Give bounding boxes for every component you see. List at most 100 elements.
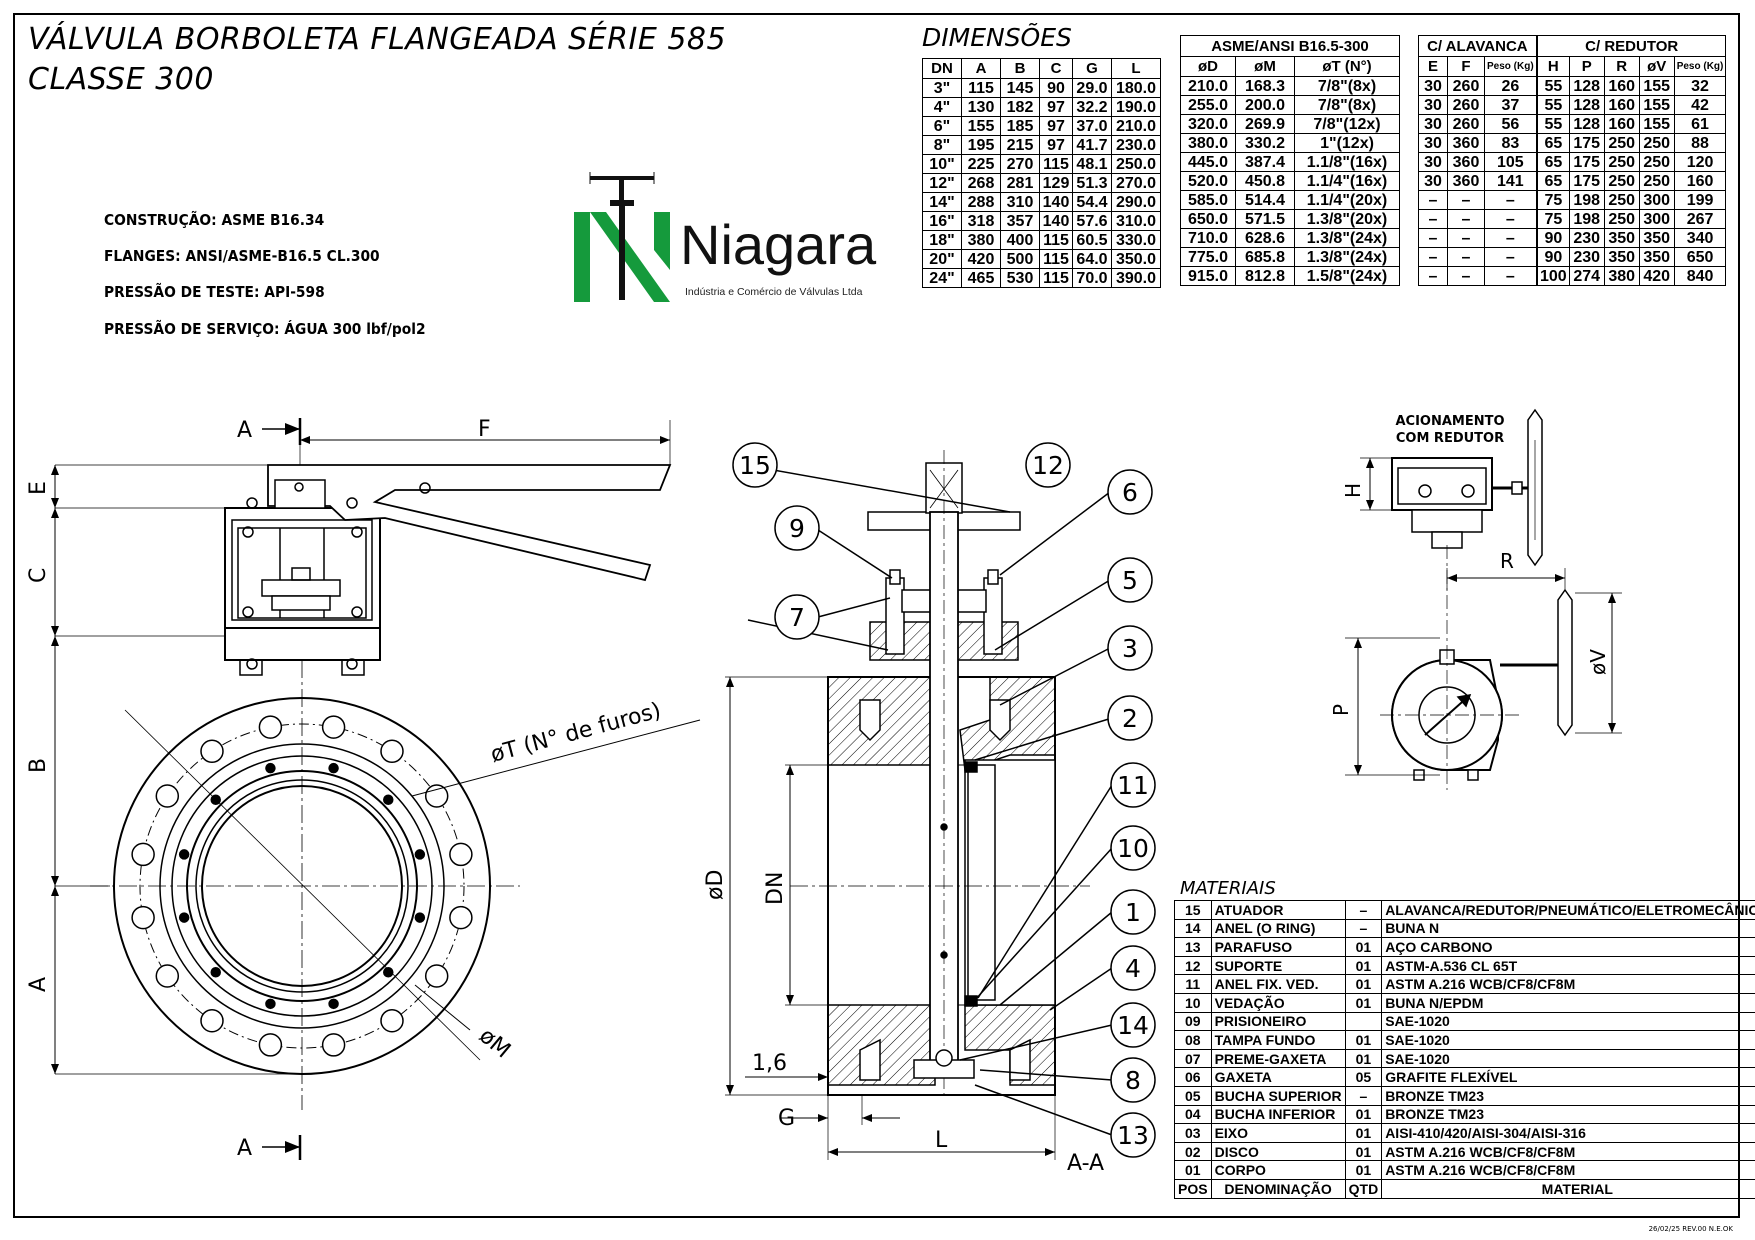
balloon-number: 1 — [1125, 898, 1141, 927]
dim-cell: 445.0 — [1180, 152, 1236, 172]
dim-label-P: P — [1329, 704, 1353, 716]
spec-service-pressure: PRESSÃO DE SERVIÇO: ÁGUA 300 lbf/pol2 — [104, 320, 426, 338]
balloon-number: 14 — [1117, 1011, 1149, 1040]
dim-cell: 210.0 — [1180, 76, 1236, 96]
dim-cell: 128 — [1568, 95, 1605, 115]
dim-cell: 514.4 — [1235, 190, 1295, 210]
flange-bolt-hole — [424, 964, 449, 988]
flange-bolt-hole — [258, 1033, 283, 1057]
dim-cell: 300 — [1638, 209, 1675, 229]
dim-cell: 198 — [1568, 209, 1605, 229]
dim-cell: – — [1447, 266, 1485, 286]
flange-bolt-hole — [424, 784, 449, 808]
dim-cell: 29.0 — [1072, 78, 1112, 98]
material-header: MATERIAL — [1381, 1178, 1755, 1199]
body-screw-hole — [178, 849, 190, 860]
dim-cell: 7/8"(12x) — [1294, 114, 1400, 134]
logo-name: Niagara — [680, 213, 877, 276]
balloon-2: 2 — [1107, 695, 1153, 741]
dim-cell: 330.2 — [1235, 133, 1295, 153]
dim-cell: 160 — [1603, 76, 1640, 96]
body-screw-hole — [383, 794, 394, 805]
balloon-number: 6 — [1122, 478, 1138, 507]
dim-cell: 195 — [961, 135, 1001, 155]
balloon-number: 15 — [739, 451, 771, 480]
dim-cell: 97 — [1039, 116, 1073, 136]
title-line-1: VÁLVULA BORBOLETA FLANGEADA SÉRIE 585 — [28, 22, 727, 57]
material-header: DENOMINAÇÃO — [1210, 1178, 1346, 1199]
dim-cell: 55 — [1537, 76, 1570, 96]
dim-cell: 360 — [1447, 171, 1485, 191]
dim-cell: 65 — [1537, 133, 1570, 153]
dim-row: ––– — [1418, 209, 1537, 229]
dim-label-H: H — [1341, 483, 1365, 498]
dim-cell: 840 — [1673, 266, 1727, 286]
material-cell: GAXETA — [1210, 1067, 1346, 1087]
balloon-number: 9 — [789, 514, 805, 543]
material-cell: BUCHA INFERIOR — [1210, 1104, 1346, 1125]
dim-cell: 64.0 — [1072, 249, 1112, 269]
material-cell: 01 — [1344, 955, 1383, 976]
dim-cell: 260 — [1447, 95, 1485, 115]
dim-cell: 199 — [1673, 190, 1727, 210]
dim-cell: 200.0 — [1235, 95, 1295, 115]
front-view — [51, 418, 701, 1160]
balloon-number: 13 — [1117, 1121, 1149, 1150]
balloon-1: 1 — [1110, 889, 1156, 935]
flange-bolt-hole — [131, 905, 155, 930]
dim-cell: 65 — [1537, 152, 1570, 172]
dim-cell: 530 — [1000, 268, 1040, 288]
dim-cell: 225 — [961, 154, 1001, 174]
dim-cell: 255.0 — [1180, 95, 1236, 115]
material-cell: PRISIONEIRO — [1210, 1011, 1346, 1032]
flange-bolt-hole — [258, 715, 283, 739]
balloon-7: 7 — [774, 594, 820, 640]
dim-cell: 175 — [1568, 133, 1605, 153]
niagara-logo-mark — [574, 172, 670, 302]
body-screw-hole — [328, 998, 339, 1010]
dim-cell: 160 — [1603, 95, 1640, 115]
material-cell: PARAFUSO — [1210, 937, 1346, 957]
dim-cell: 465 — [961, 268, 1001, 288]
balloon-3: 3 — [1107, 625, 1153, 671]
material-cell: 12 — [1174, 955, 1212, 976]
reducer-labels: ACIONAMENTO COM REDUTOR H R P øV — [1329, 414, 1610, 716]
dim-label-L: L — [935, 1128, 948, 1153]
dim-cell: 75 — [1537, 209, 1570, 229]
balloon-15: 15 — [732, 442, 778, 488]
section-view-labels: øD DN 1,6 G L A-A — [703, 870, 1104, 1176]
balloon-number: 8 — [1125, 1066, 1141, 1095]
reducer-views — [1345, 408, 1622, 790]
dim-cell: 55 — [1537, 95, 1570, 115]
dim-cell: 360 — [1447, 133, 1485, 153]
dim-cell: 250 — [1603, 190, 1640, 210]
balloon-13: 13 — [1110, 1112, 1156, 1158]
body-screw-hole — [328, 762, 339, 774]
dim-cell: 250 — [1638, 171, 1675, 191]
balloon-number: 12 — [1032, 451, 1064, 480]
material-cell: BUNA N — [1381, 918, 1755, 939]
dim-label-A: A — [26, 977, 51, 992]
dim-cell: 180.0 — [1111, 78, 1161, 98]
dim-row: ––– — [1418, 190, 1537, 210]
dim-label-G: G — [778, 1106, 795, 1131]
dim-cell: 37.0 — [1072, 116, 1112, 136]
flange-bolt-hole — [449, 842, 473, 867]
material-cell: 01 — [1344, 992, 1383, 1013]
dim-cell: 320.0 — [1180, 114, 1236, 134]
balloon-11: 11 — [1110, 762, 1156, 808]
dim-cell: 83 — [1484, 133, 1537, 153]
